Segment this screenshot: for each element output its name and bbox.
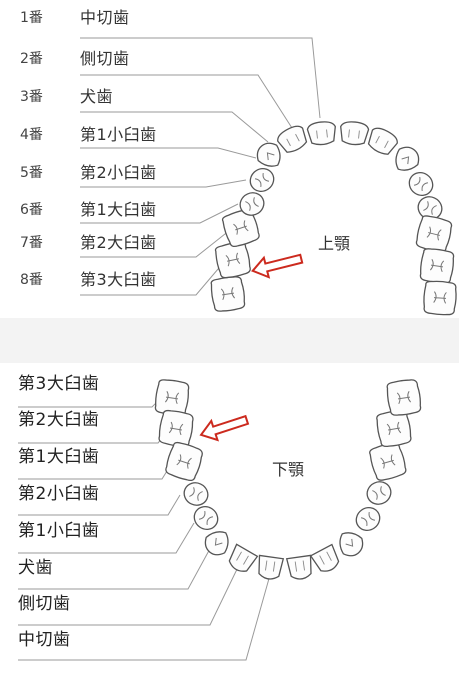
upper-row-3-number: 3番 (20, 89, 43, 105)
upper-leader-lines (80, 37, 321, 296)
upper-row-6-name: 第1大臼歯 (80, 200, 157, 219)
lower-row-2-name: 第2大臼歯 (18, 410, 100, 430)
lower-row-4-name: 第2小臼歯 (18, 484, 100, 504)
upper-row-7-number: 7番 (20, 235, 43, 251)
upper-row-1-name: 中切歯 (80, 8, 130, 27)
lower-row-8-name: 中切歯 (18, 630, 71, 650)
upper-row-2-number: 2番 (20, 51, 43, 67)
upper-row-4-name: 第1小臼歯 (80, 125, 157, 144)
lower-jaw-panel: 第3大臼歯 第2大臼歯 第1大臼歯 第2小臼歯 第1小臼歯 犬歯 側切歯 中切歯… (0, 363, 459, 693)
upper-row-7-name: 第2大臼歯 (80, 233, 157, 252)
lower-row-3-name: 第1大臼歯 (18, 447, 100, 467)
upper-row-6-number: 6番 (20, 202, 43, 218)
upper-jaw-label: 上顎 (318, 234, 351, 253)
upper-row-5-name: 第2小臼歯 (80, 163, 157, 182)
lower-row-1-name: 第3大臼歯 (18, 374, 100, 394)
upper-teeth (209, 119, 458, 317)
upper-jaw-panel: 1番 中切歯 2番 側切歯 3番 犬歯 4番 第1小臼歯 5番 第2小臼歯 6番… (0, 0, 459, 318)
lower-row-6-name: 犬歯 (18, 558, 53, 578)
upper-row-5-number: 5番 (20, 165, 43, 181)
upper-row-2-name: 側切歯 (80, 49, 130, 68)
upper-row-8-name: 第3大臼歯 (80, 270, 157, 289)
lower-jaw-diagram (18, 377, 423, 661)
upper-row-3-name: 犬歯 (80, 87, 114, 106)
upper-jaw-diagram (80, 37, 458, 317)
upper-row-4-number: 4番 (20, 127, 43, 143)
lower-teeth (153, 377, 423, 582)
upper-row-1-number: 1番 (20, 10, 43, 26)
lower-red-arrow (199, 414, 250, 442)
upper-row-8-number: 8番 (20, 272, 43, 288)
lower-row-7-name: 側切歯 (18, 594, 71, 614)
lower-row-5-name: 第1小臼歯 (18, 521, 100, 541)
upper-red-arrow (251, 253, 304, 279)
lower-jaw-label: 下顎 (272, 460, 305, 479)
